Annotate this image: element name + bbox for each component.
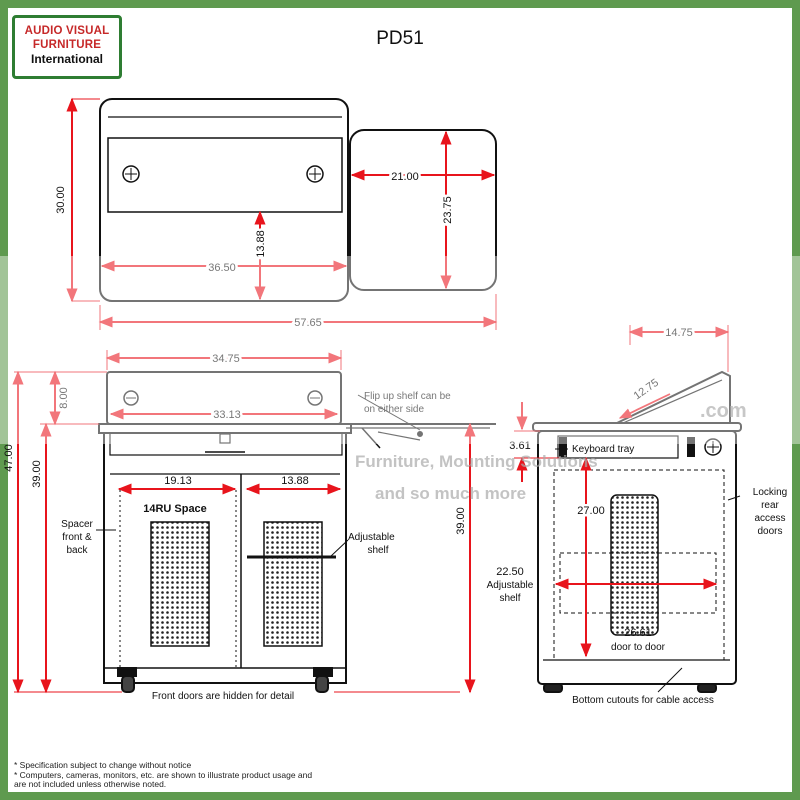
leader-lines: [96, 394, 741, 693]
dim-shelf-height: 39.00: [455, 507, 467, 535]
model-title: PD51: [376, 28, 424, 49]
side-keyboard-tray: [557, 435, 679, 459]
logo-line-3: International: [30, 52, 103, 66]
watermark-tagline-2: and so much more: [375, 484, 527, 503]
label-locking-line1: Locking: [753, 487, 787, 498]
dim-overall-height: 47.00: [3, 444, 15, 472]
side-sloped-top: [616, 370, 731, 424]
watermark-site: .com: [700, 400, 747, 422]
footnote-1: * Specification subject to change withou…: [14, 760, 192, 770]
label-spacer-line3: back: [66, 545, 88, 556]
label-adj-shelf-line2: shelf: [499, 593, 520, 604]
dim-work-height: 39.00: [31, 460, 43, 488]
front-grommet-left: [123, 390, 139, 406]
dim-cabinet-height: 27.00: [577, 505, 605, 517]
dim-front-inner-width: 33.13: [213, 409, 241, 421]
dim-left-bay-width: 19.13: [164, 475, 192, 487]
dim-door-to-door: 26.61: [624, 627, 652, 639]
label-locking-line2: rear: [761, 500, 779, 511]
dim-adjustable-depth: 22.50: [496, 566, 524, 578]
dim-keyboard-drop: 3.61: [509, 440, 530, 452]
side-grommet: [704, 438, 722, 456]
logo-line-2: FURNITURE: [32, 39, 102, 51]
side-worktop: [532, 422, 742, 432]
label-flip-up-line1: Flip up shelf can be: [364, 391, 451, 402]
side-hinge-right: [687, 437, 695, 457]
front-view: [98, 371, 496, 693]
label-front-doors: Front doors are hidden for detail: [152, 691, 294, 702]
front-grommet-right: [307, 390, 323, 406]
side-slope-underside: [622, 379, 723, 424]
label-adj-shelf-line1: Adjustable: [487, 580, 534, 591]
flip-up-shelf: [346, 423, 496, 449]
top-view-riser-panel: [107, 137, 343, 213]
watermark-tagline-1: Furniture, Mounting Solutions: [355, 452, 598, 471]
top-view: [99, 98, 497, 302]
dim-top-inner-depth: 13.88: [255, 230, 267, 258]
dim-front-riser-height: 8.00: [58, 387, 70, 408]
label-door-to-door: door to door: [611, 642, 666, 653]
dim-overall-width: 57.65: [294, 317, 322, 329]
label-locking-line4: doors: [757, 526, 782, 537]
dim-top-width: 36.50: [208, 262, 236, 274]
dim-top-depth: 30.00: [55, 186, 67, 214]
front-lock: [219, 433, 231, 444]
dim-shelf-depth: 23.75: [442, 196, 454, 224]
label-adjustable-line2: shelf: [367, 545, 388, 556]
side-vent: [610, 494, 659, 636]
dimension-lines: [12, 97, 730, 694]
top-view-grommet-left: [122, 165, 140, 183]
front-keyboard-drawer: [109, 432, 343, 456]
label-bottom-cutouts: Bottom cutouts for cable access: [572, 695, 714, 706]
label-spacer-line1: Spacer: [61, 519, 93, 530]
label-spacer-line2: front &: [62, 532, 92, 543]
dim-front-top-width: 34.75: [212, 353, 240, 365]
front-wheel-left: [117, 667, 137, 693]
logo-line-1: AUDIO VISUAL: [24, 25, 110, 37]
dim-shelf-width: 21.00: [391, 171, 419, 183]
label-rack-space: 14RU Space: [143, 503, 207, 515]
footnote-2: * Computers, cameras, monitors, etc. are…: [14, 770, 313, 780]
front-worksurface: [98, 423, 352, 434]
label-flip-up-line2: on either side: [364, 404, 424, 415]
company-logo: AUDIO VISUAL FURNITURE International: [12, 15, 122, 79]
label-keyboard-tray: Keyboard tray: [572, 444, 634, 455]
front-wheel-right: [313, 667, 333, 693]
footnote-3: are not included unless otherwise noted.: [14, 779, 167, 789]
top-view-side-shelf: [349, 129, 497, 291]
label-adjustable-line1: Adjustable: [348, 532, 395, 543]
dim-right-bay-width: 13.88: [281, 475, 309, 487]
dim-side-top-depth: 14.75: [665, 327, 693, 339]
front-vent-right: [263, 521, 323, 647]
side-wheel-left: [543, 683, 563, 693]
side-wheel-right: [697, 683, 717, 693]
front-vent-left: [150, 521, 210, 647]
top-view-desk-outline: [99, 98, 349, 302]
label-locking-line3: access: [754, 513, 785, 524]
top-view-grommet-right: [306, 165, 324, 183]
side-view: [532, 370, 742, 693]
side-hinge-left: [559, 437, 567, 457]
dim-side-slope: 12.75: [632, 377, 661, 403]
side-cabinet: [537, 430, 737, 685]
